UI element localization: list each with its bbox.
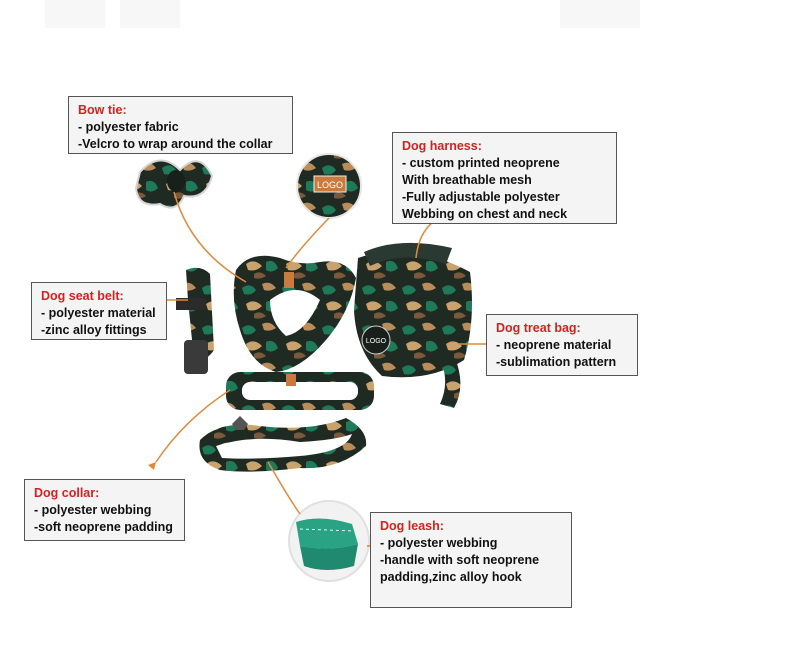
top-faded-strip (45, 0, 105, 28)
callout-line: Webbing on chest and neck (402, 207, 568, 221)
callout-bow-tie: Bow tie: - polyester fabric -Velcro to w… (68, 96, 293, 154)
callout-line: - polyester material (41, 306, 156, 320)
callout-dog-treat-bag: Dog treat bag: - neoprene material -subl… (486, 314, 638, 376)
callout-title: Dog collar: (34, 486, 100, 500)
callout-dog-seat-belt: Dog seat belt: - polyester material -zin… (31, 282, 167, 340)
bow-tie-connector (173, 191, 247, 283)
callout-line: With breathable mesh (402, 173, 532, 187)
callout-title: Dog leash: (380, 519, 444, 533)
top-faded-strip (120, 0, 180, 28)
callout-line: - polyester webbing (380, 536, 498, 550)
dog-collar-image (226, 372, 374, 410)
leash-handle-detail (288, 500, 370, 582)
leash-connector (267, 461, 301, 515)
callout-title: Dog treat bag: (496, 321, 581, 335)
dog-treat-bag-image: LOGO (354, 242, 472, 408)
callout-line: -Velcro to wrap around the collar (78, 137, 273, 151)
callout-line: - neoprene material (496, 338, 612, 352)
callout-line: - polyester fabric (78, 120, 179, 134)
connector-lines (155, 191, 486, 547)
harness-logo-detail: LOGO (296, 153, 362, 219)
top-faded-strip (560, 0, 640, 28)
callout-title: Dog seat belt: (41, 289, 124, 303)
callout-dog-collar: Dog collar: - polyester webbing -soft ne… (24, 479, 185, 541)
harness-logo-connector (285, 217, 330, 269)
dog-harness-image (233, 255, 356, 372)
callout-line: -soft neoprene padding (34, 520, 173, 534)
callout-line: - custom printed neoprene (402, 156, 560, 170)
dog-leash-image (199, 416, 367, 472)
callout-line: -zinc alloy fittings (41, 323, 147, 337)
callout-dog-leash: Dog leash: - polyester webbing -handle w… (370, 512, 572, 608)
collar-connector (155, 389, 231, 463)
callout-line: -handle with soft neoprene (380, 553, 540, 567)
callout-line: -sublimation pattern (496, 355, 617, 369)
dog-seat-belt-image (176, 267, 214, 374)
callout-title: Bow tie: (78, 103, 127, 117)
bow-tie-image (134, 159, 214, 209)
collar-arrowhead (148, 462, 156, 470)
callout-line: -Fully adjustable polyester (402, 190, 560, 204)
callout-dog-harness: Dog harness: - custom printed neoprene W… (392, 132, 617, 224)
harness-logo-text: LOGO (317, 180, 343, 190)
callout-line: padding,zinc alloy hook (380, 570, 522, 584)
callout-title: Dog harness: (402, 139, 482, 153)
bag-logo-text: LOGO (366, 338, 387, 345)
callout-line: - polyester webbing (34, 503, 152, 517)
